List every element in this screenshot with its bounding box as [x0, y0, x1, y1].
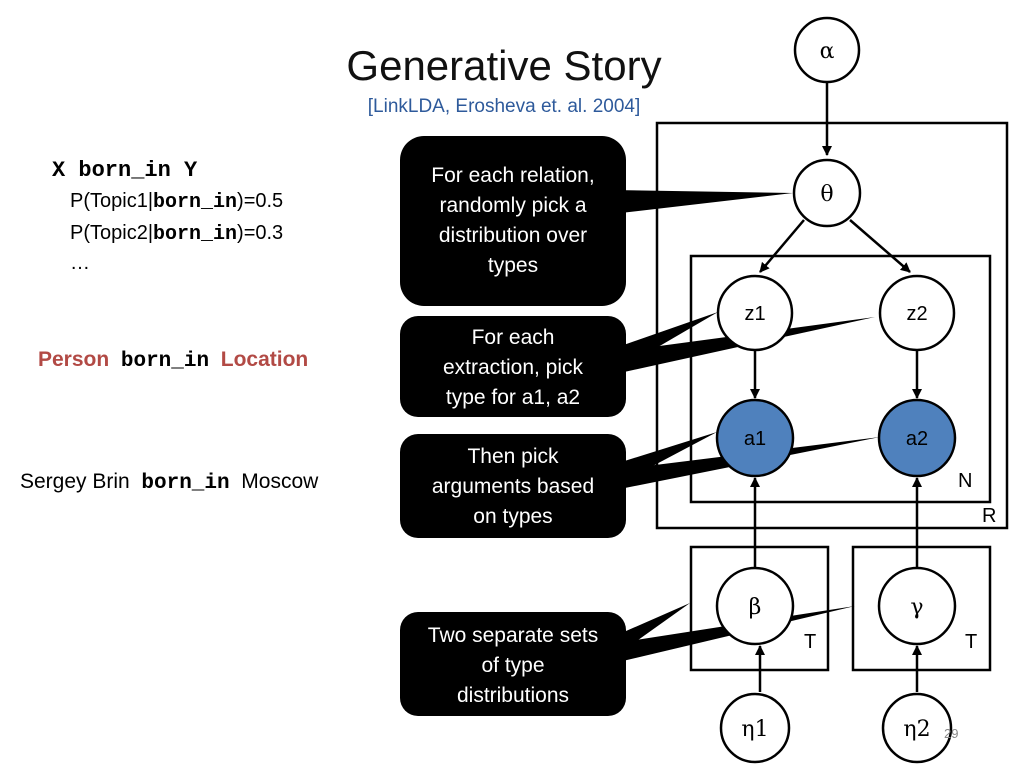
node-a1-label: a1: [744, 428, 766, 450]
prob1-suffix: )=0.5: [237, 190, 284, 212]
callout1-line1: For each relation,: [431, 164, 594, 187]
node-alpha: [793, 16, 861, 84]
callout4-line3: distributions: [457, 684, 569, 707]
callout4-line2: of type: [481, 654, 544, 677]
node-beta-label: β: [749, 595, 762, 620]
callout4-line1: Two separate sets: [428, 624, 598, 647]
plate-T-beta-label: T: [804, 631, 816, 653]
callout2-line2: extraction, pick: [443, 356, 584, 379]
node-theta: [792, 158, 862, 228]
node-a2-observed: [877, 398, 957, 478]
callout1-tail: [612, 190, 793, 214]
prob-topic1: P(Topic1|born_in)=0.5: [70, 190, 283, 214]
ellipsis: …: [70, 252, 90, 274]
prob1-relation: born_in: [153, 191, 238, 214]
node-z1: [716, 274, 794, 352]
node-gamma: [877, 566, 957, 646]
prob2-relation: born_in: [153, 223, 238, 246]
node-eta2: [881, 692, 953, 764]
callout1-line3: distribution over: [439, 224, 587, 247]
person-type: Person: [38, 348, 110, 371]
moscow-text: Moscow: [241, 470, 319, 493]
node-a2-label: a2: [906, 428, 928, 450]
plate-N: [689, 254, 992, 504]
callout3-line3: on types: [473, 505, 552, 528]
callout2-line3: type for a1, a2: [446, 386, 580, 409]
citation: [LinkLDA, Erosheva et. al. 2004]: [367, 96, 641, 117]
typed-relation-row: Person born_in Location: [38, 348, 308, 373]
prob2-prefix: P(Topic2|: [70, 222, 154, 244]
prob-topic2: P(Topic2|born_in)=0.3: [70, 222, 283, 246]
node-z2: [878, 274, 956, 352]
callout-type-distributions: [400, 612, 626, 716]
node-a1-observed: [715, 398, 795, 478]
node-eta1: [719, 692, 791, 764]
node-beta: [715, 566, 795, 646]
node-eta1-label: η1: [741, 717, 768, 742]
plate-T-gamma-label: T: [965, 631, 977, 653]
example-extraction-row: Sergey Brin born_in Moscow: [20, 470, 318, 495]
prob2-suffix: )=0.3: [237, 222, 284, 244]
callout-relation: [400, 136, 626, 306]
prob1-prefix: P(Topic1|: [70, 190, 154, 212]
callout3-line2: arguments based: [432, 475, 594, 498]
node-gamma-label: γ: [910, 595, 923, 620]
plate-R: [655, 121, 1009, 530]
node-eta2-label: η2: [903, 717, 930, 742]
edge-theta-z1: [759, 219, 805, 273]
callout-arguments: [400, 434, 626, 538]
person-relation: born_in: [120, 350, 210, 373]
callout2-line1: For each: [472, 326, 555, 349]
node-z2-label: z2: [906, 303, 927, 325]
callout1-line4: types: [488, 254, 538, 277]
location-type: Location: [220, 348, 309, 371]
plate-T-gamma: [851, 545, 992, 672]
page-number: 29: [944, 726, 959, 741]
relation-line: X born_in Y: [52, 158, 198, 183]
sergey-relation: born_in: [141, 472, 230, 495]
node-theta-label: θ: [820, 182, 833, 207]
plate-N-label: N: [958, 470, 972, 492]
callout1-line2: randomly pick a: [439, 194, 586, 217]
edge-theta-z2: [849, 219, 911, 273]
slide-title: Generative Story: [346, 42, 662, 89]
node-z1-label: z1: [744, 303, 765, 325]
plate-R-label: R: [982, 505, 996, 527]
callout-extraction: [400, 316, 626, 417]
node-alpha-label: α: [820, 39, 835, 64]
sergey-text: Sergey Brin: [20, 470, 130, 493]
callout3-line1: Then pick: [467, 445, 559, 468]
